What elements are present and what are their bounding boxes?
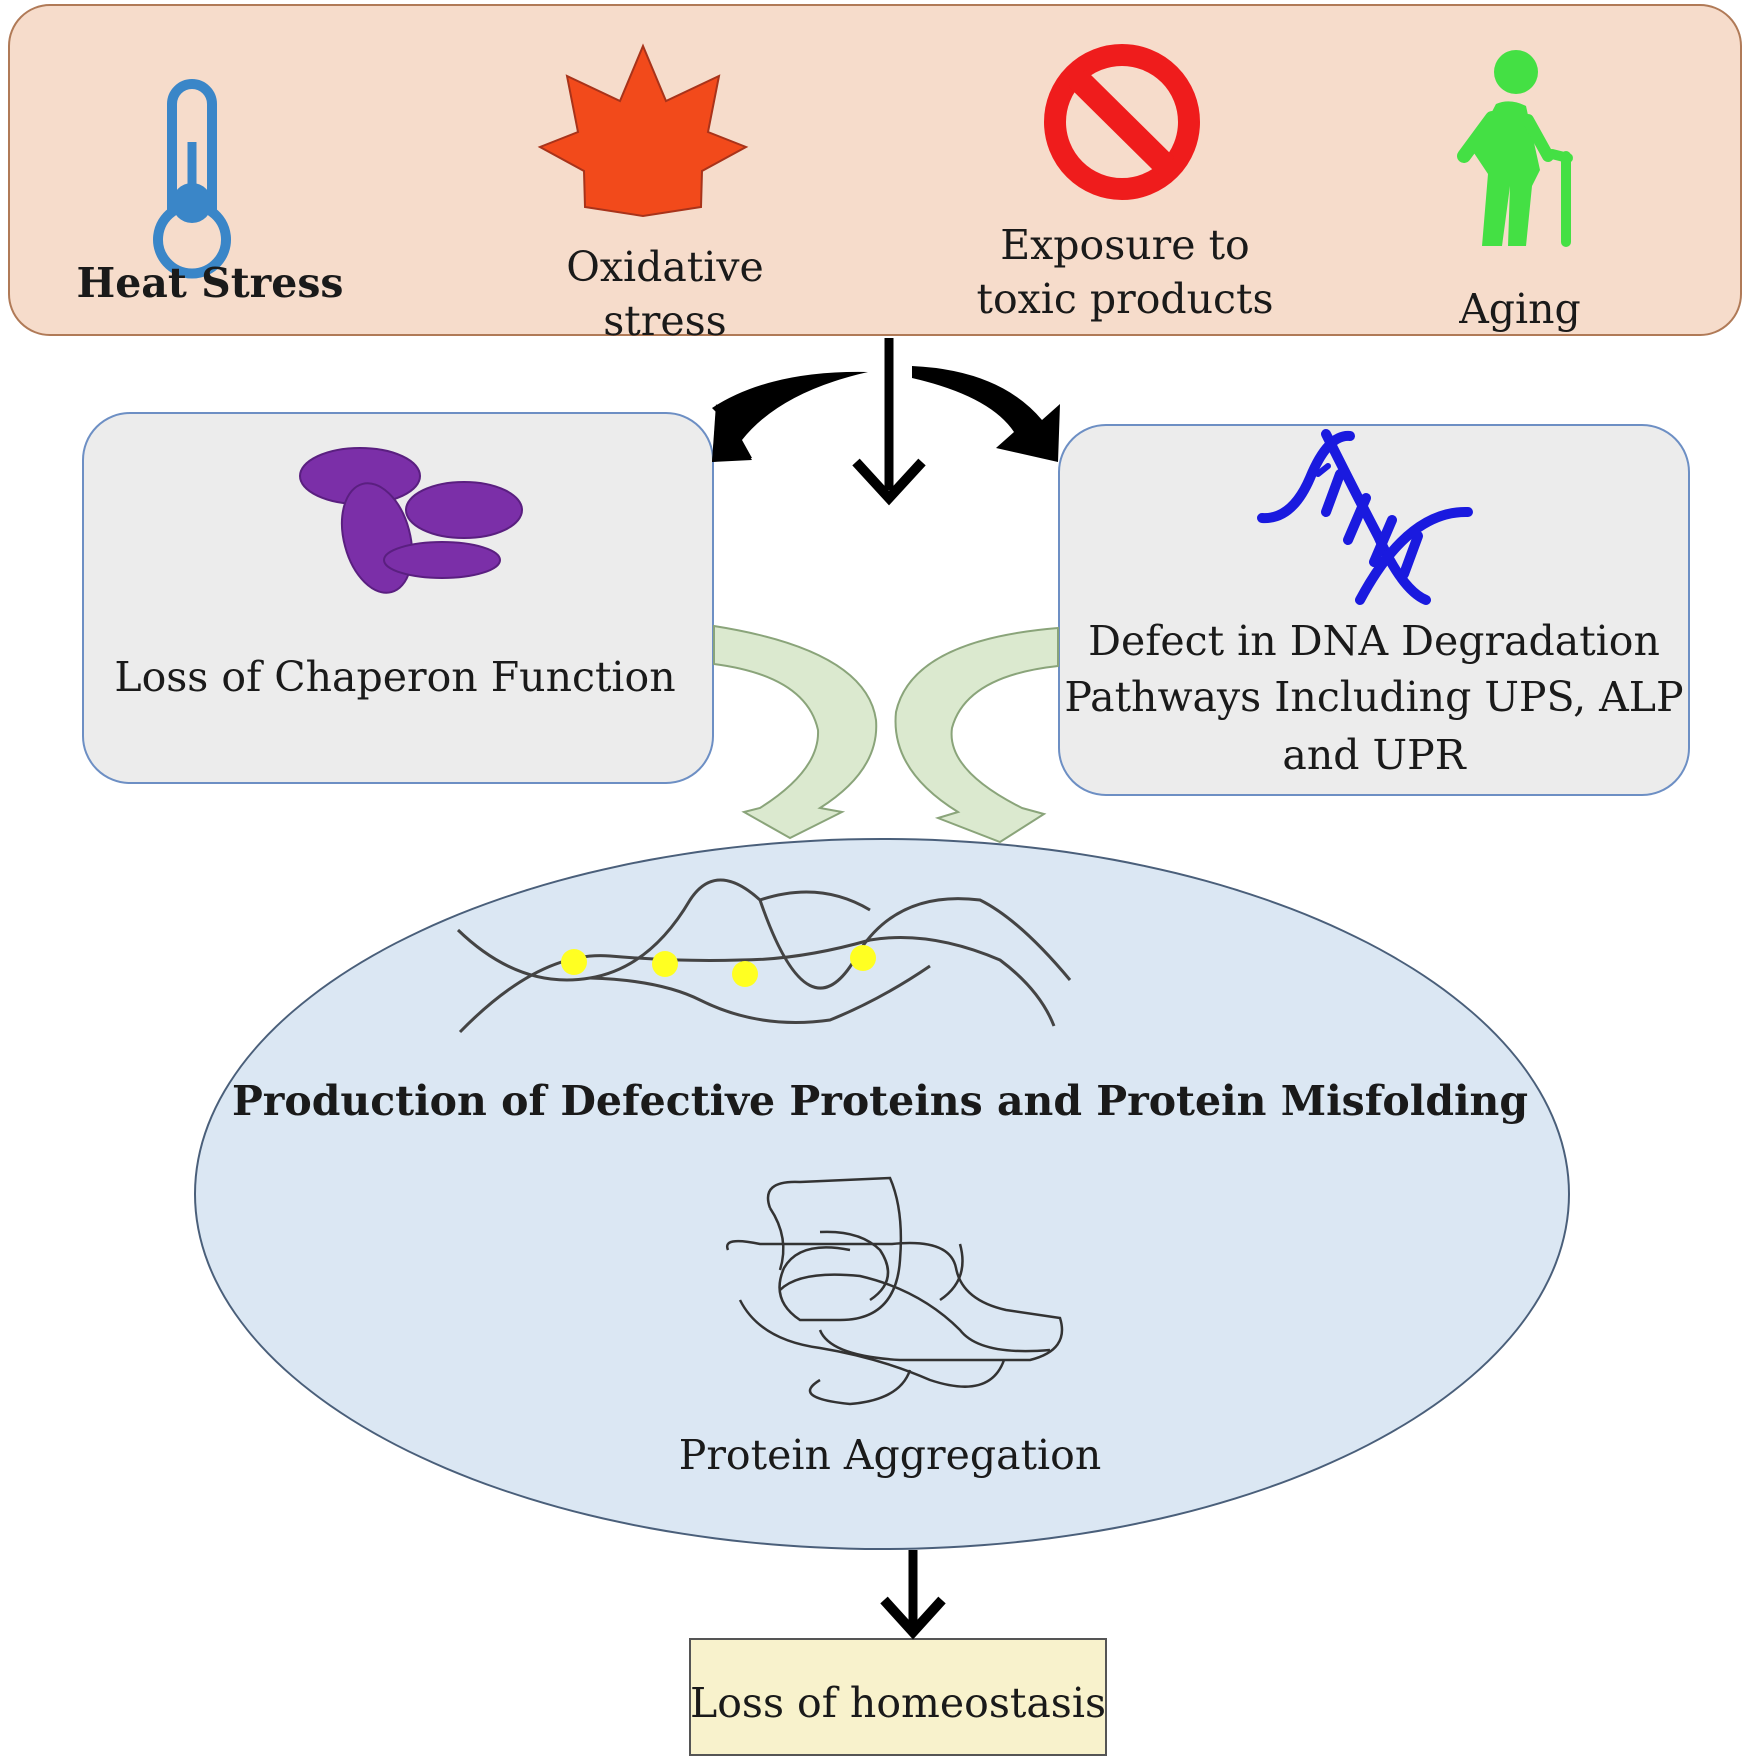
pathway-arrows bbox=[713, 624, 1059, 844]
stressors-panel bbox=[8, 4, 1742, 336]
homeostasis-loss-box bbox=[689, 1638, 1107, 1756]
chaperone-loss-label: Loss of Chaperon Function bbox=[114, 653, 676, 701]
toxic-exposure-label-line1: Exposure to bbox=[1000, 221, 1250, 269]
heat-stress-label: Heat Stress bbox=[76, 259, 344, 307]
oxidative-stress-label: Oxidative stress bbox=[566, 243, 764, 345]
star-burst-icon bbox=[537, 43, 749, 218]
misfolding-label: Production of Defective Proteins and Pro… bbox=[231, 1077, 1529, 1125]
degradation-defect-box bbox=[1058, 424, 1690, 796]
aggregation-label: Protein Aggregation bbox=[678, 1431, 1102, 1479]
chaperone-proteins-icon bbox=[299, 447, 523, 594]
elderly-person-icon bbox=[1457, 50, 1573, 247]
protein-misfolding-ellipse bbox=[194, 838, 1570, 1550]
outcome-arrow bbox=[880, 1550, 946, 1640]
aging-label: Aging bbox=[1459, 285, 1581, 333]
degradation-defect-label-line3: and UPR bbox=[1282, 731, 1466, 779]
homeostasis-loss-label: Loss of homeostasis bbox=[690, 1679, 1106, 1727]
degradation-defect-label-line2: Pathways Including UPS, ALP bbox=[1064, 673, 1684, 721]
dna-icon bbox=[1257, 429, 1473, 605]
protein-aggregate-icon bbox=[725, 1176, 1064, 1406]
thermometer-icon bbox=[153, 79, 231, 279]
toxic-exposure-label-line2: toxic products bbox=[976, 275, 1274, 323]
prohibited-icon bbox=[1044, 44, 1200, 200]
stress-arrows bbox=[712, 338, 1060, 506]
degradation-defect-label-line1: Defect in DNA Degradation bbox=[1088, 617, 1660, 665]
misfolded-protein-icon bbox=[456, 878, 1072, 1034]
